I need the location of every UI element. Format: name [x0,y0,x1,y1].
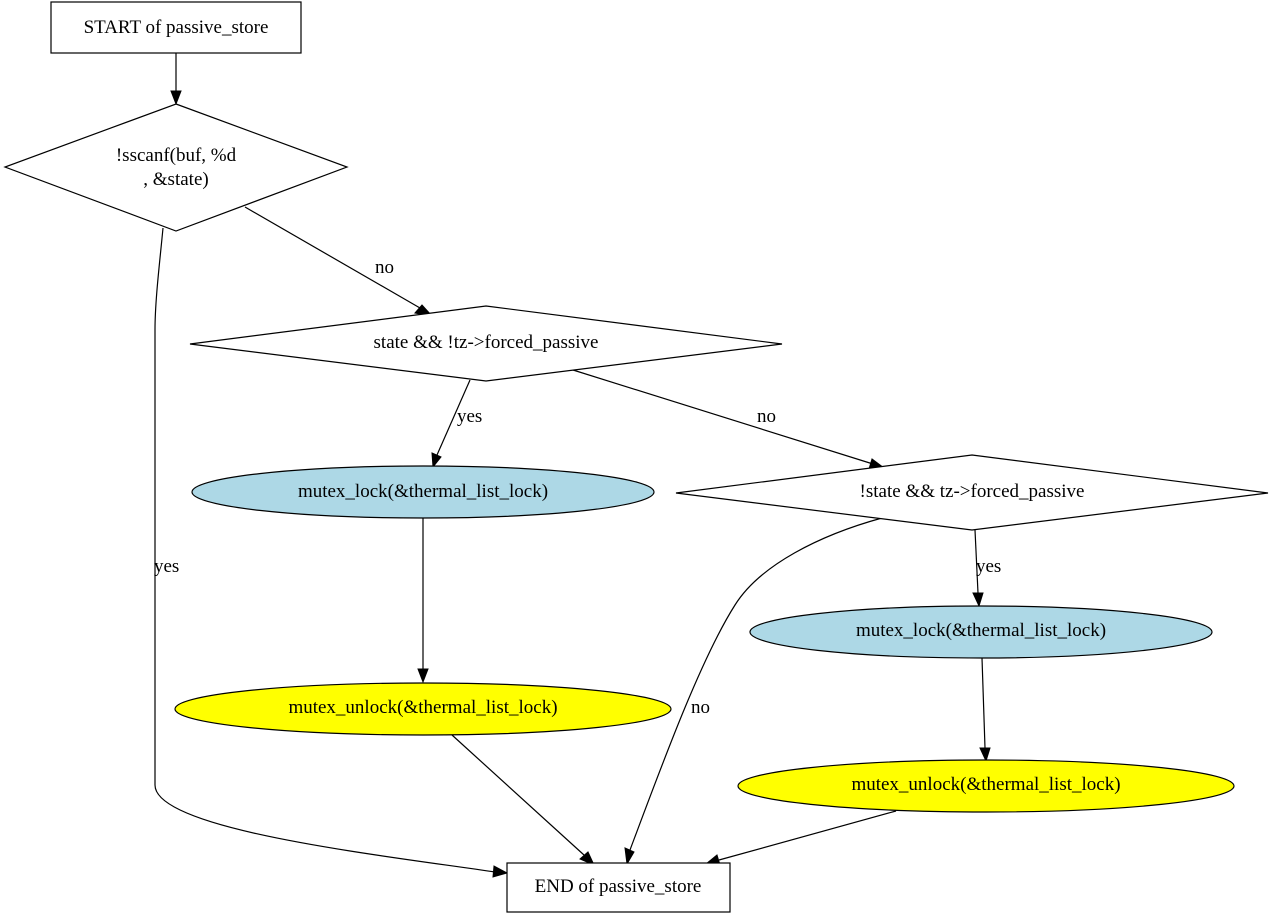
end-node: END of passive_store [506,862,731,913]
mutex-lock-node-2: mutex_lock(&thermal_list_lock) [749,605,1213,659]
edge-labels: no yes yes no yes no [154,257,1001,718]
edge-label-cond2-no: no [757,406,776,427]
edge-lock2-to-unlock2 [981,657,986,749]
mutex-lock-node-2-label: mutex_lock(&thermal_list_lock) [856,620,1106,641]
edge-cond1-to-cond2 [244,206,421,309]
arrowhead [170,90,182,106]
decision-not-state-forced-label: !state && tz->forced_passive [860,481,1085,502]
mutex-unlock-node-1: mutex_unlock(&thermal_list_lock) [174,682,672,736]
decision-state-not-forced-label: state && !tz->forced_passive [374,332,599,353]
mutex-lock-node-1: mutex_lock(&thermal_list_lock) [191,465,655,519]
mutex-unlock-node-2: mutex_unlock(&thermal_list_lock) [737,759,1235,813]
mutex-unlock-node-2-label: mutex_unlock(&thermal_list_lock) [851,774,1120,795]
arrowhead [431,452,442,469]
decision-not-state-forced: !state && tz->forced_passive [675,454,1269,531]
edge-cond1-to-end [154,227,496,873]
edges [154,53,991,878]
edge-label-cond1-no: no [375,257,394,278]
mutex-lock-node-1-label: mutex_lock(&thermal_list_lock) [298,481,548,502]
edge-label-cond3-yes: yes [976,556,1001,577]
decision-sscanf: !sscanf(buf, %d , &state) [3,103,349,232]
arrowhead [492,865,509,878]
mutex-unlock-node-1-label: mutex_unlock(&thermal_list_lock) [288,697,557,718]
edge-label-cond3-no: no [691,697,710,718]
start-node: START of passive_store [50,1,302,54]
arrowhead [417,668,429,684]
decision-state-not-forced: state && !tz->forced_passive [189,305,783,382]
arrowhead [579,851,595,866]
end-node-label: END of passive_store [535,876,702,897]
arrowhead [972,592,984,608]
arrowhead [979,747,991,763]
edge-label-cond2-yes: yes [457,406,482,427]
decision-sscanf-label-line1: !sscanf(buf, %d [116,145,237,166]
nodes: START of passive_store !sscanf(buf, %d ,… [3,1,1269,913]
edge-label-cond1-yes: yes [154,556,179,577]
edge-cond2-to-lock1 [436,379,471,456]
edge-unlock1-to-end [451,734,585,856]
edge-cond2-to-cond3 [572,369,874,465]
edge-unlock2-to-end [718,810,897,861]
edge-cond3-to-end [629,517,883,851]
edge-cond3-to-lock2 [974,529,979,594]
decision-sscanf-label-line2: , &state) [143,169,208,190]
start-node-label: START of passive_store [84,17,269,38]
arrowhead [624,847,635,866]
